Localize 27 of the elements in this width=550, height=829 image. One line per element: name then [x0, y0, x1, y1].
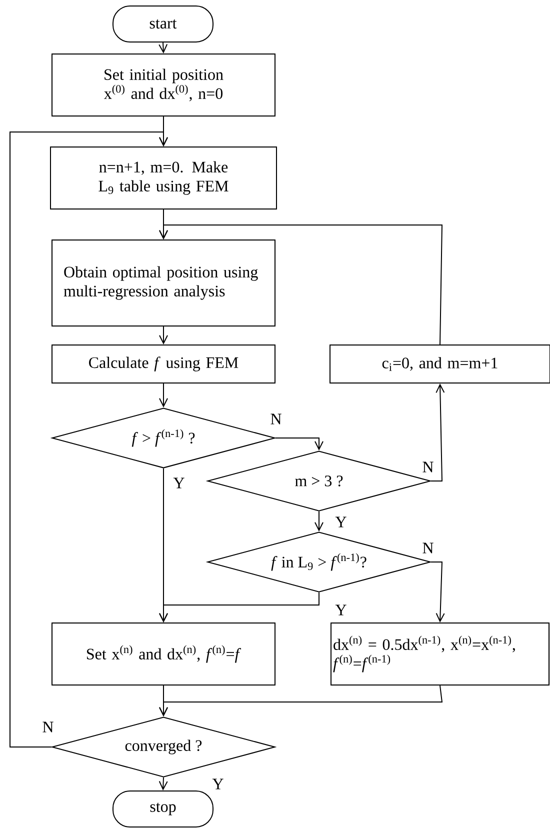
- edge-label: Y: [334, 604, 348, 616]
- arrow: [159, 326, 168, 344]
- arrow: [159, 383, 168, 408]
- process-box: c$_{i}$=0, and m=m+1: [330, 344, 550, 384]
- arrow: [158, 42, 168, 54]
- arrow: [159, 224, 443, 345]
- process-box: Calculate f using FEM: [52, 344, 276, 384]
- edge-label: Y: [172, 476, 186, 490]
- edge-label: Y: [211, 778, 225, 790]
- process-box: Set initial position x$^{(0)}$ and dx$^{(0)}$, n=0: [52, 54, 276, 116]
- edge-label: N: [421, 460, 435, 474]
- terminal-box: stop: [112, 790, 214, 828]
- arrow: [158, 777, 168, 790]
- arrow: [159, 592, 320, 622]
- edge-label: Y: [334, 516, 348, 528]
- edge-label: N: [421, 542, 435, 554]
- arrow: [430, 384, 445, 482]
- arrow: [159, 685, 443, 716]
- arrow: [10, 132, 168, 748]
- process-box: Set x$^{(n)}$ and dx$^{(n)}$, f$^{(n)}$=f: [52, 622, 276, 686]
- process-box: Obtain optimal position using multi-regression analysis: [52, 240, 276, 326]
- terminal-box: start: [112, 6, 214, 42]
- arrow: [275, 438, 324, 450]
- process-box: n=n+1, m=0. Make L$_{9}$ table using FEM: [50, 146, 277, 210]
- process-box: dx$^{(n)}$ = 0.5dx$^{(n-1)}$, x$^{(n)}$=x$^{(n-1)}$, f$^{(n)}$=f$^{(n-1)}$: [330, 622, 550, 686]
- arrow: [314, 511, 324, 532]
- arrow: [430, 562, 445, 622]
